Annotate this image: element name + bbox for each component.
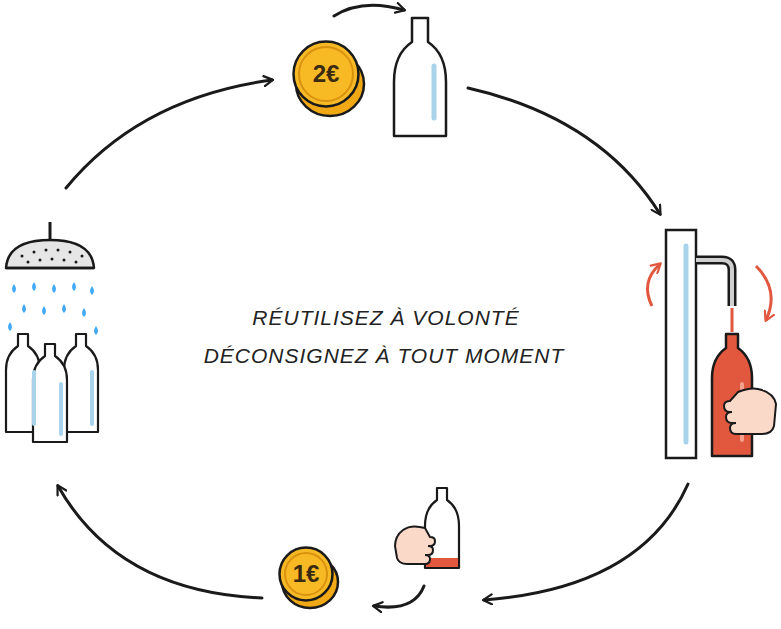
coin: 2€	[292, 40, 360, 108]
coin-value: 1€	[293, 562, 320, 586]
washing	[6, 222, 98, 442]
empty-bottle	[394, 18, 446, 136]
cycle-arrows	[58, 5, 688, 607]
returned-bottle	[395, 488, 459, 568]
coin-value: 2€	[313, 62, 340, 86]
coin: 1€	[278, 546, 334, 602]
slogan: RÉUTILISEZ À VOLONTÉ	[252, 306, 519, 330]
slogan: DÉCONSIGNEZ À TOUT MOMENT	[204, 344, 565, 368]
dispenser	[648, 230, 777, 458]
